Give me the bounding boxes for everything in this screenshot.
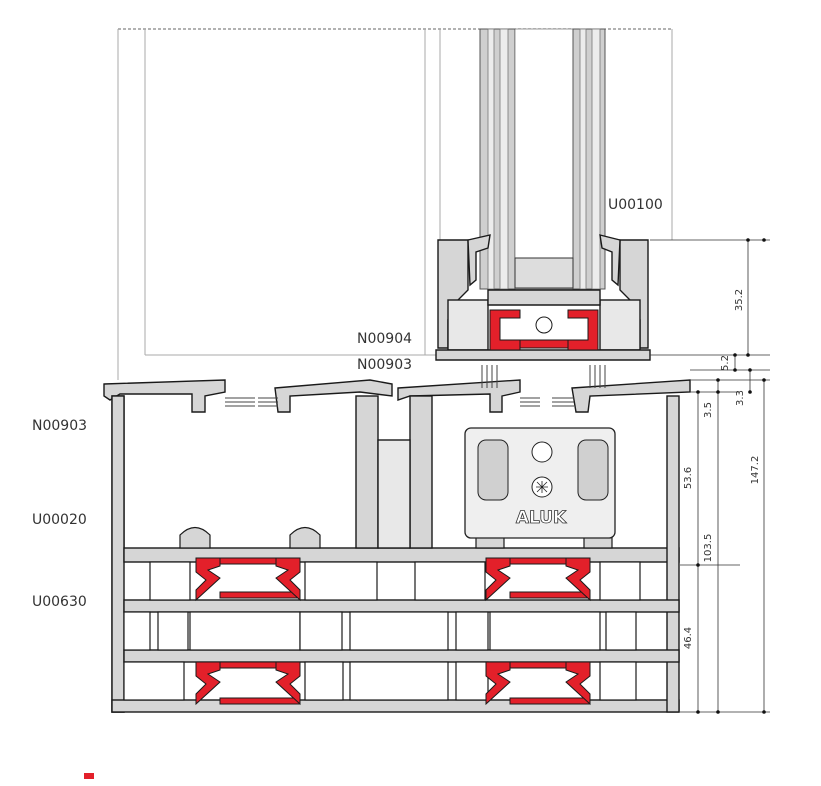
dim-35-2: 35.2 — [734, 289, 745, 311]
dim-103-5: 103.5 — [703, 534, 714, 563]
label-u00020: U00020 — [32, 512, 87, 528]
sash-thermal-break — [489, 309, 599, 351]
label-n00904: N00904 — [357, 331, 413, 347]
dim-5-2: 5.2 — [720, 355, 731, 371]
sash-outline — [117, 29, 673, 380]
dimension-ticks — [696, 238, 766, 714]
label-u00100: U00100 — [608, 197, 663, 213]
red-marker — [84, 773, 94, 779]
dimension-lines — [650, 239, 770, 713]
dim-46-4: 46.4 — [683, 627, 694, 649]
dim-147-2: 147.2 — [750, 456, 761, 485]
frame-chambers — [123, 561, 641, 701]
dim-53-6: 53.6 — [683, 467, 694, 489]
dim-3-3: 3.3 — [735, 390, 746, 406]
sash-profile — [435, 234, 651, 361]
roller-carriage — [464, 427, 616, 539]
label-n00903-left: N00903 — [32, 418, 88, 434]
glass-unit — [479, 28, 606, 290]
dim-3-5: 3.5 — [703, 402, 714, 418]
aluk-logo: ALUK — [516, 508, 567, 528]
frame-top-caps — [103, 379, 691, 413]
frame-thermal-breaks — [195, 557, 591, 706]
label-u00630: U00630 — [32, 594, 87, 610]
brush-seals — [225, 365, 606, 407]
label-n00903-top: N00903 — [357, 357, 413, 373]
